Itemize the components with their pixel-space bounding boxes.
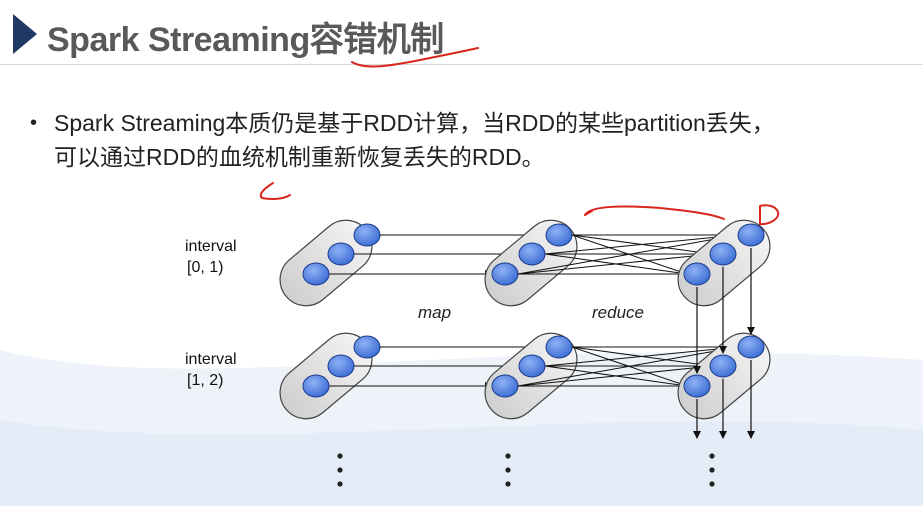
interval-label-0: interval [185,238,237,255]
partition-node [683,374,711,398]
partition-node [491,262,519,286]
rdd-b-interval-0 [484,219,578,307]
partition-node [545,223,573,247]
title-divider [0,64,923,65]
partition-node [327,242,355,266]
interval-range-0: [0, 1) [187,259,223,276]
reduce-label: reduce [592,303,644,322]
partition-node [737,223,765,247]
state-arrows [693,248,755,439]
rdd-c-interval-1 [677,332,771,420]
red-annotations [259,47,780,226]
partition-node [545,335,573,359]
partition-node [683,262,711,286]
partition-node [737,335,765,359]
bullet-line-1: Spark Streaming本质仍是基于RDD计算，当RDD的某些partit… [54,110,775,136]
title-bar: Spark Streaming容错机制 [0,0,923,66]
title-underline-annotation [351,47,479,68]
slide-title: Spark Streaming容错机制 [47,21,444,59]
continuation-dots [337,453,715,487]
partition-node [491,374,519,398]
partition-node [302,262,330,286]
interval-label-1: interval [185,351,237,368]
partition-node [518,242,546,266]
partition-node [353,223,381,247]
rdd-a-interval-0 [279,219,381,307]
partition-node [709,242,737,266]
partition-node [709,354,737,378]
bullet-line-2: 可以通过RDD的血统机制重新恢复丢失的RDD。 [54,144,545,170]
partition-node [353,335,381,359]
map-label: map [418,303,451,322]
title-arrow-icon [13,14,37,54]
arc-annotation [584,205,725,220]
lineage-mark-annotation [259,182,291,200]
partition-node [327,354,355,378]
rdd-a-interval-1 [279,332,381,420]
d-letter-annotation [759,204,780,226]
interval-range-1: [1, 2) [187,372,223,389]
partition-node [518,354,546,378]
partition-node [302,374,330,398]
bullet-marker: • [30,112,38,134]
bullet-item: • Spark Streaming本质仍是基于RDD计算，当RDD的某些part… [30,106,910,174]
rdd-c-interval-0 [677,219,771,307]
rdd-b-interval-1 [484,332,578,420]
